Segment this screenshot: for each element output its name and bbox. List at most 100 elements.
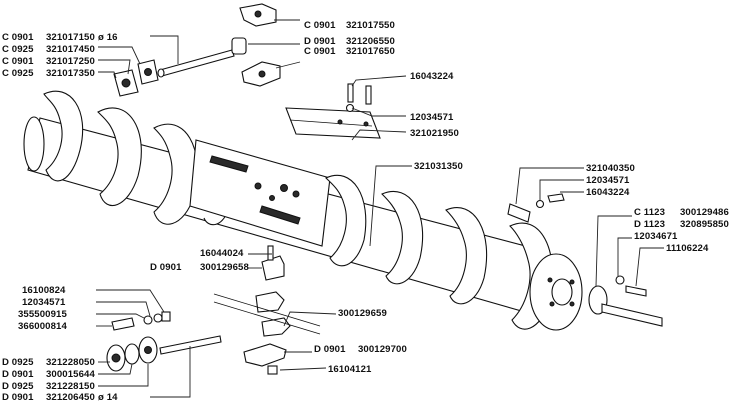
group-code-label: C 0901 bbox=[2, 56, 34, 67]
auger-assembly bbox=[23, 90, 583, 331]
part-number-label: 12034571 bbox=[410, 112, 454, 123]
plate-hole bbox=[337, 119, 343, 125]
bolt bbox=[547, 193, 565, 203]
part-number-label: 321017650 bbox=[346, 46, 395, 57]
flange-hole bbox=[111, 353, 121, 363]
auger-flight bbox=[445, 207, 488, 305]
leader-line bbox=[98, 71, 117, 79]
part-number-label: 16044024 bbox=[200, 248, 244, 259]
shaft-end bbox=[157, 68, 165, 78]
part-number-label: 355500915 bbox=[18, 309, 67, 320]
bolt bbox=[111, 317, 135, 331]
auger-flight bbox=[325, 174, 367, 267]
group-code-label: C 1123 bbox=[634, 207, 665, 218]
bracket-hole bbox=[254, 10, 262, 18]
part-number-label: 321031350 bbox=[414, 161, 463, 172]
bolt bbox=[365, 85, 372, 105]
leader-line bbox=[369, 165, 412, 247]
group-code-label: C 0925 bbox=[2, 68, 34, 79]
shaft-14 bbox=[159, 335, 222, 355]
flange-hole bbox=[144, 68, 152, 76]
group-code-label: C 0901 bbox=[2, 32, 34, 43]
washer bbox=[153, 313, 163, 323]
group-code-label: C 0901 bbox=[304, 20, 336, 31]
part-number-label: 12034671 bbox=[634, 231, 678, 242]
plate-edge bbox=[289, 119, 373, 127]
group-code-label: D 0901 bbox=[314, 344, 346, 355]
auger-slot bbox=[209, 155, 249, 173]
part-number-label: 321017350 bbox=[46, 68, 95, 79]
leader-line bbox=[635, 247, 664, 287]
leader-line bbox=[98, 59, 131, 75]
auger-flight bbox=[153, 123, 198, 225]
auger-hole bbox=[280, 184, 288, 192]
part-number-label: 16104121 bbox=[328, 364, 372, 375]
part-number-label: 321206550 bbox=[346, 36, 395, 47]
clamp-half bbox=[261, 255, 285, 281]
nut bbox=[267, 365, 278, 375]
part-number-label: 321017250 bbox=[46, 56, 95, 67]
group-code-label: D 0901 bbox=[2, 369, 34, 380]
leader-line bbox=[351, 75, 407, 87]
bolt bbox=[625, 285, 647, 297]
auger-hub bbox=[551, 278, 573, 306]
leader-lines bbox=[96, 19, 664, 398]
auger-flight bbox=[97, 107, 142, 206]
leader-line bbox=[96, 313, 145, 319]
part-number-label: 321017550 bbox=[346, 20, 395, 31]
bushing bbox=[231, 37, 247, 55]
part-number-label: 300129659 bbox=[338, 308, 387, 319]
part-labels: C 0901 321017150 ø 16 C 0925 321017450 C… bbox=[2, 20, 729, 403]
flange-hole bbox=[144, 346, 152, 354]
hub-bolt-hole bbox=[569, 301, 575, 307]
bracket-hole bbox=[258, 70, 266, 78]
auger-slot bbox=[259, 205, 301, 225]
part-number-label: 16043224 bbox=[410, 71, 454, 82]
dimension-label: ø 14 bbox=[98, 392, 118, 403]
part-number-label: 321040350 bbox=[586, 163, 635, 174]
auger-hole bbox=[292, 190, 300, 198]
frame-line bbox=[213, 301, 321, 335]
part-number-label: 300129658 bbox=[200, 262, 249, 273]
clamp-half bbox=[243, 343, 287, 367]
auger-tube-left-end bbox=[23, 116, 45, 172]
group-code-label: C 0925 bbox=[2, 44, 34, 55]
part-number-label: 320895850 bbox=[680, 219, 729, 230]
part-number-label: 321017450 bbox=[46, 44, 95, 55]
drive-shaft bbox=[601, 303, 663, 327]
auger-flight bbox=[43, 90, 84, 182]
group-code-label: D 0901 bbox=[150, 262, 182, 273]
leader-line bbox=[150, 346, 191, 398]
part-number-label: 321228150 bbox=[46, 381, 95, 392]
leader-line bbox=[351, 107, 406, 117]
auger-hole bbox=[254, 182, 262, 190]
auger-hole bbox=[269, 195, 275, 201]
washer bbox=[535, 199, 545, 209]
part-number-label: 16100824 bbox=[22, 285, 66, 296]
plate-hole bbox=[363, 121, 369, 127]
leader-line bbox=[539, 179, 584, 200]
clip bbox=[507, 203, 531, 223]
leader-line bbox=[96, 301, 151, 317]
nut bbox=[161, 311, 171, 322]
frame-line bbox=[213, 293, 321, 327]
small-parts bbox=[106, 3, 663, 375]
part-number-label: 321021950 bbox=[410, 128, 459, 139]
flange-hole bbox=[121, 78, 131, 88]
part-number-label: 321228050 bbox=[46, 357, 95, 368]
dimension-label: ø 16 bbox=[98, 32, 118, 43]
washer bbox=[345, 103, 355, 113]
group-code-label: D 0925 bbox=[2, 357, 34, 368]
group-code-label: D 0901 bbox=[304, 36, 336, 47]
part-number-label: 12034571 bbox=[586, 175, 630, 186]
group-code-label: C 0901 bbox=[304, 46, 336, 57]
washer bbox=[615, 275, 625, 285]
leader-line bbox=[617, 237, 632, 276]
part-number-label: 300129486 bbox=[680, 207, 729, 218]
auger-flight bbox=[381, 191, 424, 285]
shaft-16 bbox=[159, 49, 235, 77]
part-number-label: 366000814 bbox=[18, 321, 67, 332]
part-number-label: 300015644 bbox=[46, 369, 95, 380]
leader-line bbox=[98, 364, 149, 387]
